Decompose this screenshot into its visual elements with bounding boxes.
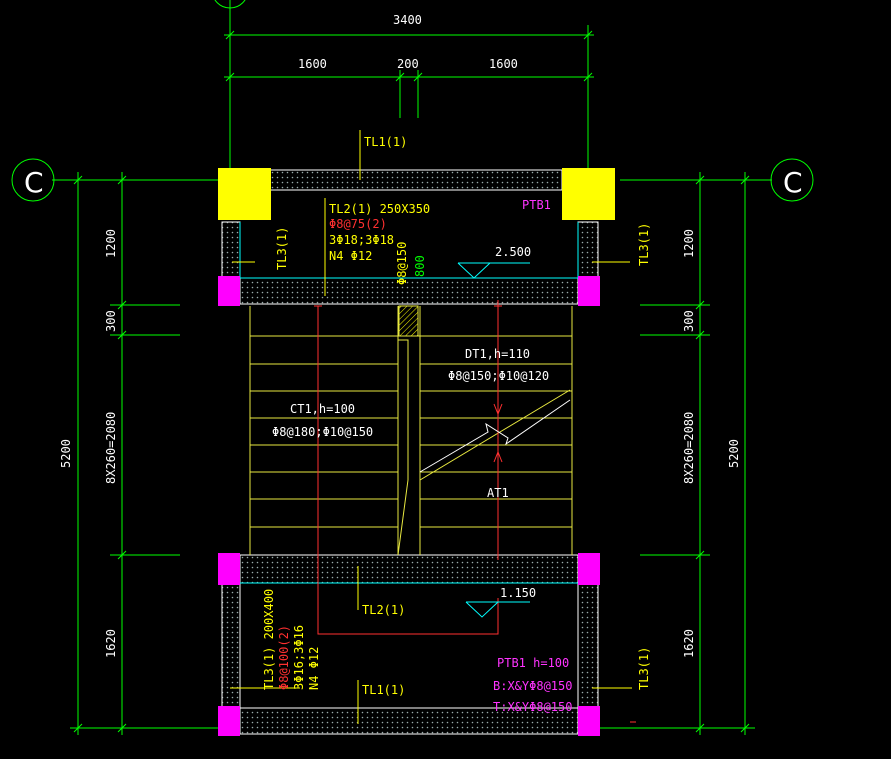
rebar-vertical-label: Φ8@150 bbox=[395, 242, 409, 285]
beam-tl2-upper bbox=[239, 277, 579, 305]
slab-ptb1-top: PTB1 bbox=[522, 198, 551, 212]
axis-label-right: C bbox=[783, 166, 803, 199]
tl2-spec-line4: N4 Φ12 bbox=[329, 249, 372, 263]
axis-label-left: C bbox=[24, 166, 44, 199]
axis-bubble-left: C bbox=[11, 158, 55, 202]
column-magenta-6 bbox=[578, 706, 600, 736]
beam-tl1-bottom-label: TL1(1) bbox=[362, 683, 405, 697]
level-lower-value: 1.150 bbox=[500, 586, 536, 600]
beam-tl3-right-bottom-label: TL3(1) bbox=[637, 647, 651, 690]
column-magenta-2 bbox=[578, 276, 600, 306]
wall-top bbox=[269, 169, 563, 191]
column-yellow-right bbox=[562, 168, 615, 220]
dim-right-landing: 300 bbox=[682, 310, 696, 332]
ptb1-bottom-line3: T:X&YΦ8@150 bbox=[493, 700, 572, 714]
stair-flights bbox=[249, 306, 573, 556]
tl3-spec-line3: 3Φ16;3Φ16 bbox=[292, 625, 306, 690]
beam-tl3-right-top-label: TL3(1) bbox=[637, 223, 651, 266]
left-dimensions bbox=[70, 172, 230, 735]
axis-bubble-right: C bbox=[770, 158, 814, 202]
column-magenta-1 bbox=[218, 276, 240, 306]
column-magenta-5 bbox=[218, 706, 240, 736]
leaders bbox=[230, 130, 632, 724]
dim-left-landing: 300 bbox=[104, 310, 118, 332]
beam-tl1-top-label: TL1(1) bbox=[364, 135, 407, 149]
rebar-lines bbox=[314, 300, 503, 635]
tl2-spec-line2: Φ8@75(2) bbox=[329, 217, 387, 231]
ct1-line2: Φ8@180;Φ10@150 bbox=[272, 425, 373, 439]
tl3-spec-line2: Φ8@100(2) bbox=[277, 625, 291, 690]
beam-tl2-bottom-label: TL2(1) bbox=[362, 603, 405, 617]
axis-bubble-top bbox=[214, 0, 246, 9]
column-magenta-4 bbox=[578, 553, 600, 585]
wall-right-upper bbox=[577, 221, 599, 279]
level-upper-value: 2.500 bbox=[495, 245, 531, 259]
dim-right-stair: 8X260=2080 bbox=[682, 412, 696, 484]
break-symbol bbox=[419, 399, 571, 473]
wall-left-upper bbox=[221, 221, 241, 279]
beam-tl2-lower bbox=[239, 554, 579, 584]
dim-seg-mid: 200 bbox=[397, 57, 419, 71]
slab-edges bbox=[239, 222, 579, 584]
top-dimensions bbox=[224, 0, 594, 180]
level-marker-lower bbox=[465, 601, 530, 618]
ptb1-bottom-line1: PTB1 h=100 bbox=[497, 656, 569, 670]
dim-right-bottom: 1620 bbox=[682, 629, 696, 658]
right-dimensions bbox=[600, 172, 755, 735]
dim-left-total: 5200 bbox=[59, 439, 73, 468]
dim-left-bottom: 1620 bbox=[104, 629, 118, 658]
stair-well-hatch bbox=[398, 305, 419, 337]
dim-seg-right: 1600 bbox=[489, 57, 518, 71]
beam-tl3-left-top-label: TL3(1) bbox=[275, 227, 289, 270]
wall-left-lower bbox=[221, 582, 241, 709]
dim-overall-width: 3400 bbox=[393, 13, 422, 27]
dim-seg-left: 1600 bbox=[298, 57, 327, 71]
tl2-spec-line3: 3Φ18;3Φ18 bbox=[329, 233, 394, 247]
tl3-spec-line1: TL3(1) 200X400 bbox=[262, 589, 276, 690]
dim-left-top: 1200 bbox=[104, 229, 118, 258]
level-marker-upper bbox=[457, 262, 530, 279]
tl3-spec-line4: N4 Φ12 bbox=[307, 647, 321, 690]
column-yellow-left bbox=[218, 168, 271, 220]
ptb1-bottom-line2: B:X&YΦ8@150 bbox=[493, 679, 572, 693]
dim-right-total: 5200 bbox=[727, 439, 741, 468]
at1-label: AT1 bbox=[487, 486, 509, 500]
ct1-line1: CT1,h=100 bbox=[290, 402, 355, 416]
dim-right-top: 1200 bbox=[682, 229, 696, 258]
wall-right-lower bbox=[577, 582, 599, 709]
dim-left-stair: 8X260=2080 bbox=[104, 412, 118, 484]
dt1-line2: Φ8@150;Φ10@120 bbox=[448, 369, 549, 383]
tl2-spec-line1: TL2(1) 250X350 bbox=[329, 202, 430, 216]
dt1-line1: DT1,h=110 bbox=[465, 347, 530, 361]
column-magenta-3 bbox=[218, 553, 240, 585]
rebar-vertical-small: 800 bbox=[413, 255, 427, 277]
